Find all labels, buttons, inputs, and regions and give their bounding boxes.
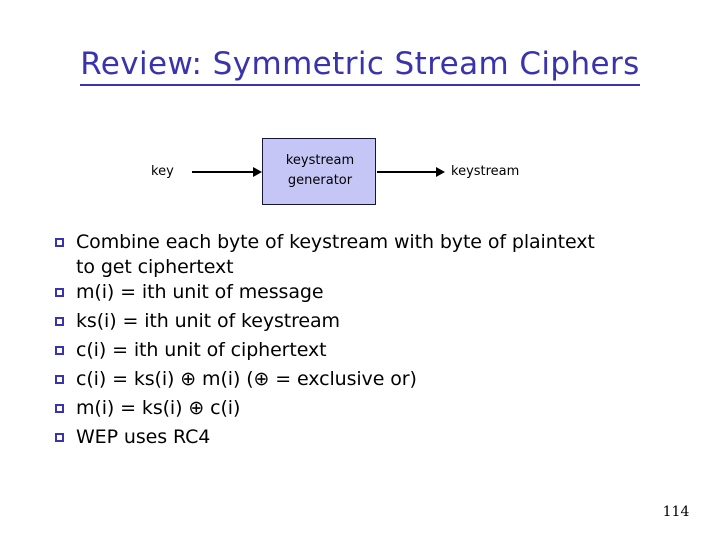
list-item-label: ks(i) = ith unit of keystream [76,310,340,332]
square-bullet-icon [55,317,64,326]
square-bullet-icon [55,238,64,247]
arrow-right-icon-key-to-generator [192,167,262,177]
keystream-generator-label: keystream generator [263,151,377,191]
list-item-label: c(i) = ks(i) ⊕ m(i) (⊕ = exclusive or) [76,368,417,390]
diagram-input-label: key [151,164,174,179]
list-item-label: Combine each byte of keystream with byte… [76,231,595,278]
list-item-label: WEP uses RC4 [76,426,211,448]
arrow-shaft [377,171,437,173]
list-item-label: m(i) = ks(i) ⊕ c(i) [76,397,241,419]
keystream-generator-label-line1: keystream [285,153,355,168]
arrow-head [436,167,445,177]
square-bullet-icon [55,404,64,413]
arrow-shaft [192,171,254,173]
list-item: WEP uses RC4 [52,425,672,454]
list-item: m(i) = ith unit of message [52,280,672,309]
diagram-output-label: keystream [451,164,520,179]
list-item-label: c(i) = ith unit of ciphertext [76,339,327,361]
bullet-list: Combine each byte of keystream with byte… [52,230,672,454]
arrow-right-icon-generator-to-keystream [377,167,445,177]
arrow-head [253,167,262,177]
page-title: Review: Symmetric Stream Ciphers [0,46,720,86]
square-bullet-icon [55,433,64,442]
page-title-text: Review: Symmetric Stream Ciphers [80,46,640,86]
square-bullet-icon [55,346,64,355]
list-item: c(i) = ith unit of ciphertext [52,338,672,367]
list-item: m(i) = ks(i) ⊕ c(i) [52,396,672,425]
square-bullet-icon [55,375,64,384]
page-number: 114 [662,504,690,520]
list-item: c(i) = ks(i) ⊕ m(i) (⊕ = exclusive or) [52,367,672,396]
list-item: Combine each byte of keystream with byte… [52,230,672,280]
list-item-label: m(i) = ith unit of message [76,281,324,303]
keystream-generator-label-line2: generator [287,173,353,188]
keystream-generator-block: keystream generator [262,138,376,205]
list-item: ks(i) = ith unit of keystream [52,309,672,338]
stream-cipher-diagram: key keystream generator keystream [0,132,720,218]
square-bullet-icon [55,288,64,297]
